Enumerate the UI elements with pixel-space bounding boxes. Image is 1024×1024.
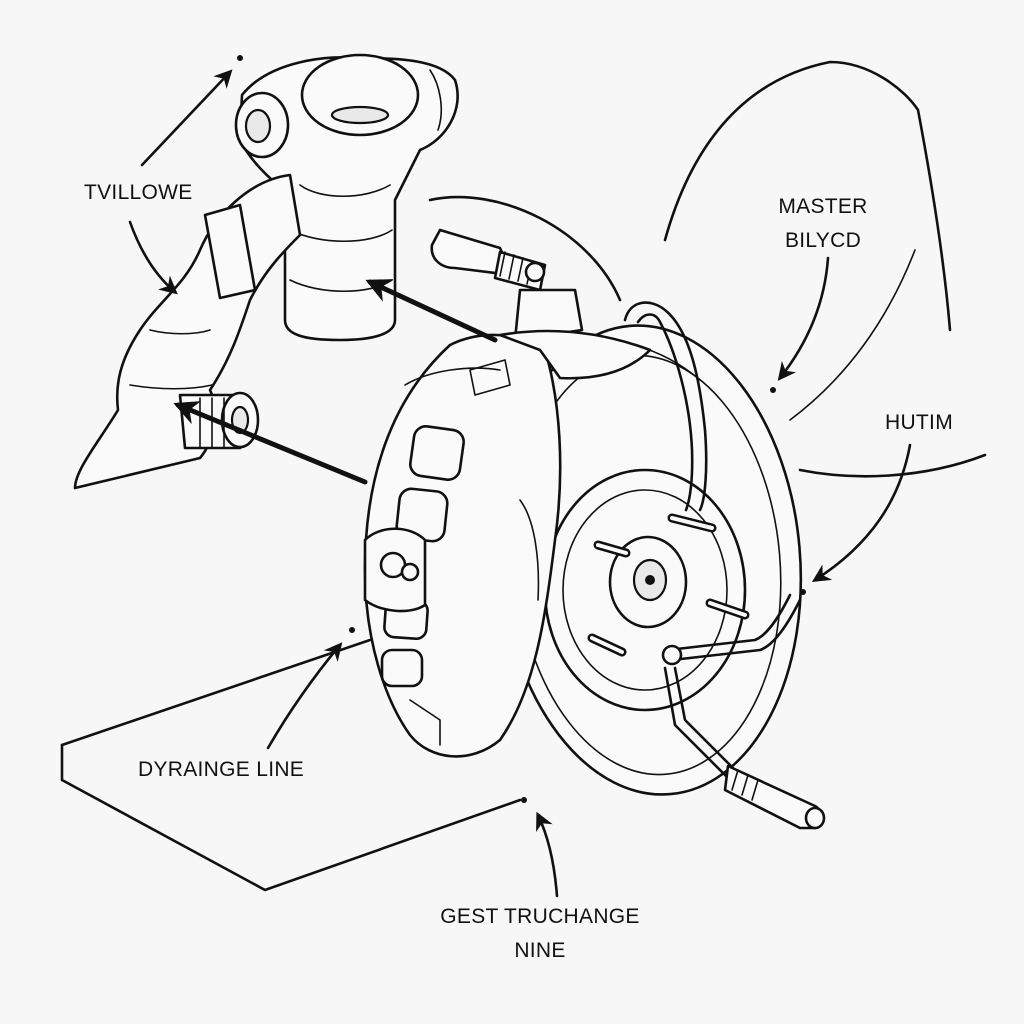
flow-arrows <box>173 279 498 485</box>
label-gest-line2: NINE <box>514 939 566 962</box>
leader-master <box>777 256 830 381</box>
label-hutim: HUTIM <box>885 411 953 434</box>
fender-outline <box>663 60 987 478</box>
wheel-stud <box>667 513 717 533</box>
wheel-studs <box>587 513 750 657</box>
ground-plate <box>60 638 522 892</box>
flow-arrow-upper <box>365 279 498 343</box>
control-arm <box>73 173 302 490</box>
leader-lines <box>128 55 912 898</box>
label-master-cylinder: MASTER BILYCD <box>768 190 878 258</box>
label-master-line2: BILYCD <box>784 229 862 252</box>
leader-hutim <box>811 443 912 582</box>
label-gest-truchange: GEST TRUCHANGE NINE <box>420 900 660 968</box>
wheel-hub <box>543 468 747 712</box>
leader-tvillowe-down <box>128 220 178 295</box>
label-tvillowe: TVILLOWE <box>84 181 193 204</box>
flow-arrow-lower <box>173 401 368 485</box>
wheel-stud <box>587 633 627 657</box>
leader-gest <box>536 811 559 898</box>
brake-line <box>623 301 826 830</box>
leader-dyraignge <box>266 642 343 750</box>
label-gest-line1: GEST TRUCHANGE <box>440 905 640 928</box>
label-master-line1: MASTER <box>778 195 868 218</box>
wheel-stud <box>705 598 750 620</box>
label-drainage-line: DYRAINGE LINE <box>138 758 305 781</box>
strut-assembly <box>234 53 622 342</box>
brake-caliper <box>363 329 652 758</box>
leader-tvillowe-up <box>140 69 233 167</box>
wheel-stud <box>593 540 631 558</box>
